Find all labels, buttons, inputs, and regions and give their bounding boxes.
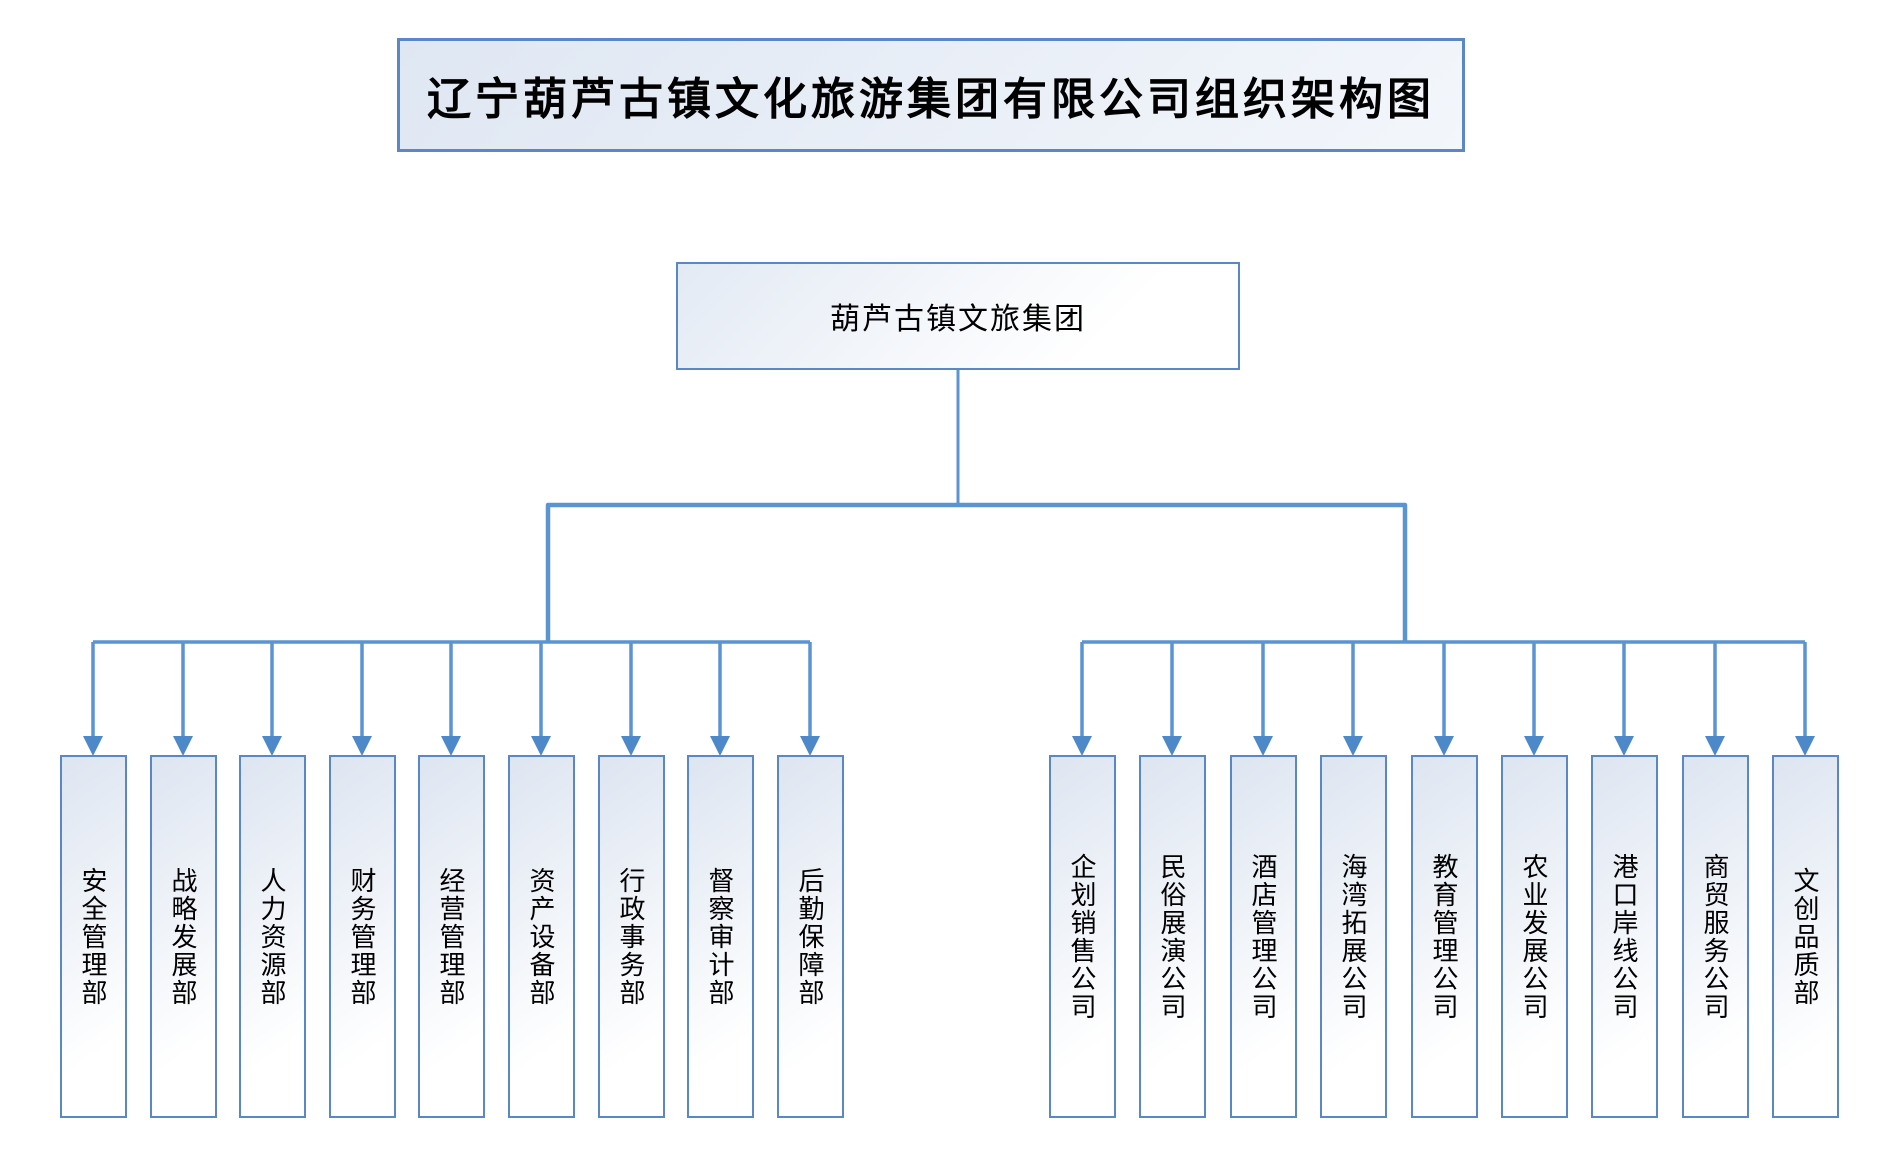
org-node: 农业发展公司 bbox=[1500, 755, 1568, 1118]
org-node-label: 经营管理部 bbox=[436, 866, 466, 1007]
org-node-label: 文创品质部 bbox=[1790, 866, 1820, 1007]
root-node-label: 葫芦古镇文旅集团 bbox=[830, 303, 1086, 336]
org-node-label: 海湾拓展公司 bbox=[1338, 852, 1368, 1021]
org-node-label: 后勤保障部 bbox=[795, 866, 825, 1007]
org-node-label: 企划销售公司 bbox=[1067, 852, 1097, 1021]
root-node: 葫芦古镇文旅集团 bbox=[676, 262, 1240, 370]
org-node: 安全管理部 bbox=[59, 755, 127, 1118]
org-node: 酒店管理公司 bbox=[1229, 755, 1297, 1118]
org-node-label: 商贸服务公司 bbox=[1700, 852, 1730, 1021]
org-node: 战略发展部 bbox=[149, 755, 217, 1118]
org-node-label: 农业发展公司 bbox=[1519, 852, 1549, 1021]
org-node: 经营管理部 bbox=[417, 755, 485, 1118]
chart-title: 辽宁葫芦古镇文化旅游集团有限公司组织架构图 bbox=[427, 75, 1435, 124]
org-node-label: 督察审计部 bbox=[705, 866, 735, 1007]
org-node: 文创品质部 bbox=[1771, 755, 1839, 1118]
org-node-label: 财务管理部 bbox=[347, 866, 377, 1007]
org-node: 行政事务部 bbox=[597, 755, 665, 1118]
org-node-label: 资产设备部 bbox=[526, 866, 556, 1007]
org-node: 海湾拓展公司 bbox=[1319, 755, 1387, 1118]
org-node-label: 民俗展演公司 bbox=[1157, 852, 1187, 1021]
org-node: 企划销售公司 bbox=[1048, 755, 1116, 1118]
chart-title-box: 辽宁葫芦古镇文化旅游集团有限公司组织架构图 bbox=[397, 38, 1465, 152]
org-node: 港口岸线公司 bbox=[1590, 755, 1658, 1118]
org-node: 民俗展演公司 bbox=[1138, 755, 1206, 1118]
org-node: 督察审计部 bbox=[686, 755, 754, 1118]
org-node-label: 战略发展部 bbox=[168, 866, 198, 1007]
org-node: 后勤保障部 bbox=[776, 755, 844, 1118]
org-node: 商贸服务公司 bbox=[1681, 755, 1749, 1118]
org-node: 资产设备部 bbox=[507, 755, 575, 1118]
org-node: 人力资源部 bbox=[238, 755, 306, 1118]
org-node-label: 酒店管理公司 bbox=[1248, 852, 1278, 1021]
org-node: 财务管理部 bbox=[328, 755, 396, 1118]
org-node-label: 人力资源部 bbox=[257, 866, 287, 1007]
org-node-label: 行政事务部 bbox=[616, 866, 646, 1007]
org-node: 教育管理公司 bbox=[1410, 755, 1478, 1118]
org-node-label: 港口岸线公司 bbox=[1609, 852, 1639, 1021]
org-node-label: 教育管理公司 bbox=[1429, 852, 1459, 1021]
org-node-label: 安全管理部 bbox=[78, 866, 108, 1007]
